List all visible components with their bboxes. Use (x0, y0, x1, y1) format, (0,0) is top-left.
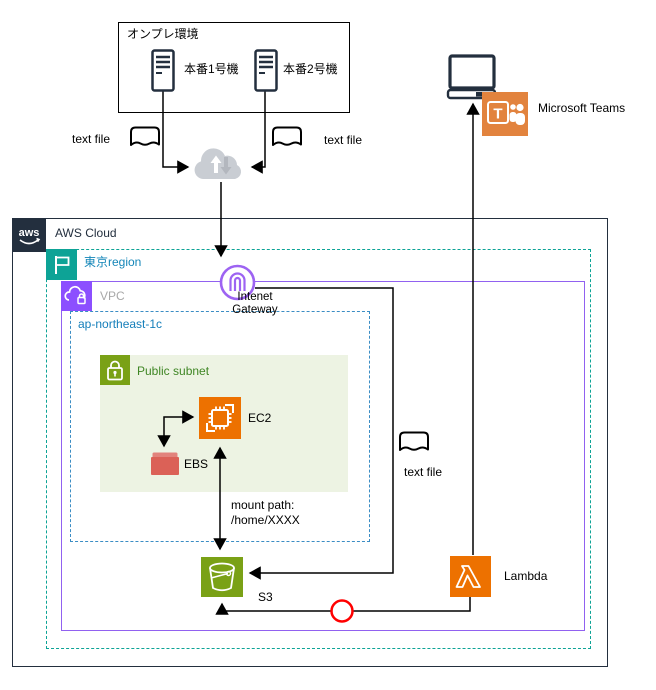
edge-server1-cloud (162, 91, 190, 174)
internet-cloud-icon (191, 146, 249, 184)
aws-logo-icon: aws (12, 218, 46, 252)
svg-text:aws: aws (19, 227, 40, 239)
server1-icon (151, 49, 175, 92)
server2-icon (254, 49, 278, 92)
text-file-label-right: text file (324, 133, 363, 147)
igw-label: Intenet Gateway (232, 291, 278, 316)
subnet-label: Public subnet (137, 364, 210, 378)
onprem-box (118, 22, 350, 113)
lambda-icon (450, 556, 491, 597)
text-file-icon-right (270, 124, 304, 152)
vpc-label: VPC (100, 289, 125, 303)
edge-ebs-ec2 (157, 410, 195, 448)
teams-icon: T (482, 92, 528, 136)
server1-label: 本番1号機 (184, 62, 239, 76)
edge-igw-s3 (248, 287, 394, 580)
vpc-icon (61, 281, 92, 311)
svg-text:T: T (493, 106, 502, 123)
onprem-title: オンプレ環境 (127, 27, 199, 41)
aws-cloud-label: AWS Cloud (55, 226, 117, 240)
text-file-label-middle: text file (404, 465, 443, 479)
mount-path-text: mount path: /home/XXXX (231, 498, 300, 527)
aws-cloud-box (12, 218, 608, 667)
text-file-icon-left (128, 124, 162, 152)
alert-circle (330, 599, 354, 623)
text-file-label-left: text file (72, 132, 111, 146)
server2-label: 本番2号機 (283, 62, 338, 76)
text-file-icon-middle (397, 429, 431, 457)
lambda-label: Lambda (504, 569, 548, 583)
edge-server2-cloud (250, 91, 266, 174)
ec2-label: EC2 (248, 411, 272, 425)
s3-label: S3 (258, 590, 273, 604)
az-label: ap-northeast-1c (78, 317, 163, 331)
ebs-icon (150, 451, 180, 476)
internet-gateway-icon (219, 264, 256, 301)
vpc-box (61, 281, 585, 631)
ebs-label: EBS (184, 457, 209, 471)
region-flag-icon (46, 249, 77, 280)
subnet-lock-icon (100, 355, 130, 385)
region-box (46, 249, 591, 649)
s3-icon (201, 557, 243, 597)
teams-label: Microsoft Teams (538, 101, 626, 115)
ec2-icon (199, 397, 241, 439)
region-label: 東京region (84, 255, 142, 269)
